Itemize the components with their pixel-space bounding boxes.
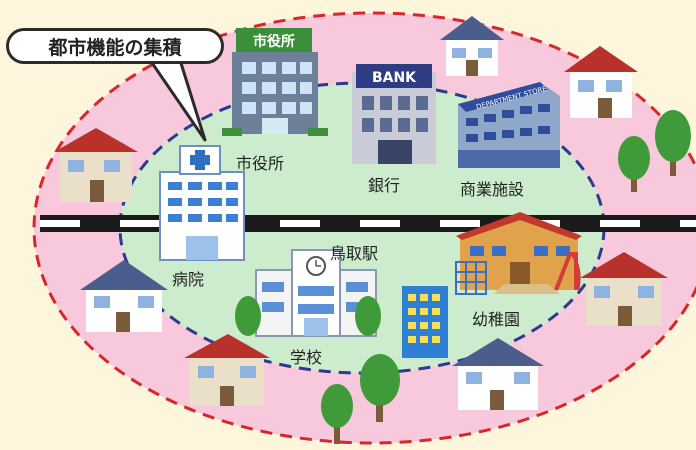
tree-right-1 [618, 136, 650, 192]
school-building [235, 249, 381, 337]
house-upper-left [54, 128, 138, 202]
house-bottom-left [184, 334, 270, 406]
label-kindergarten: 幼稚園 [472, 310, 521, 329]
railway-line [40, 215, 696, 232]
department-store-building: DEPARTMENT STORE [458, 82, 560, 168]
house-bottom-center [452, 338, 544, 410]
tree-right-2 [655, 110, 691, 176]
label-city-hall: 市役所 [236, 154, 285, 173]
house-lower-left [80, 260, 168, 332]
hospital-building [159, 145, 245, 261]
house-right [580, 252, 668, 326]
apartment-building [402, 286, 448, 358]
label-station: 鳥取駅 [330, 244, 379, 263]
label-hospital: 病院 [172, 270, 205, 289]
city-hall-sign: 市役所 [253, 33, 295, 50]
house-top-right [564, 46, 638, 118]
city-hall-building: 市役所 [222, 28, 328, 136]
title-callout: 都市機能の集積 [6, 28, 224, 64]
tree-bottom-1 [360, 354, 400, 422]
tree-bottom-2 [321, 384, 353, 444]
label-bank: 銀行 [368, 176, 401, 195]
kindergarten-building [455, 212, 582, 295]
label-school: 学校 [290, 348, 323, 367]
bank-building: BANK [352, 64, 436, 164]
bank-sign: BANK [372, 70, 417, 86]
house-top-center [440, 16, 504, 76]
label-commercial: 商業施設 [460, 180, 525, 199]
